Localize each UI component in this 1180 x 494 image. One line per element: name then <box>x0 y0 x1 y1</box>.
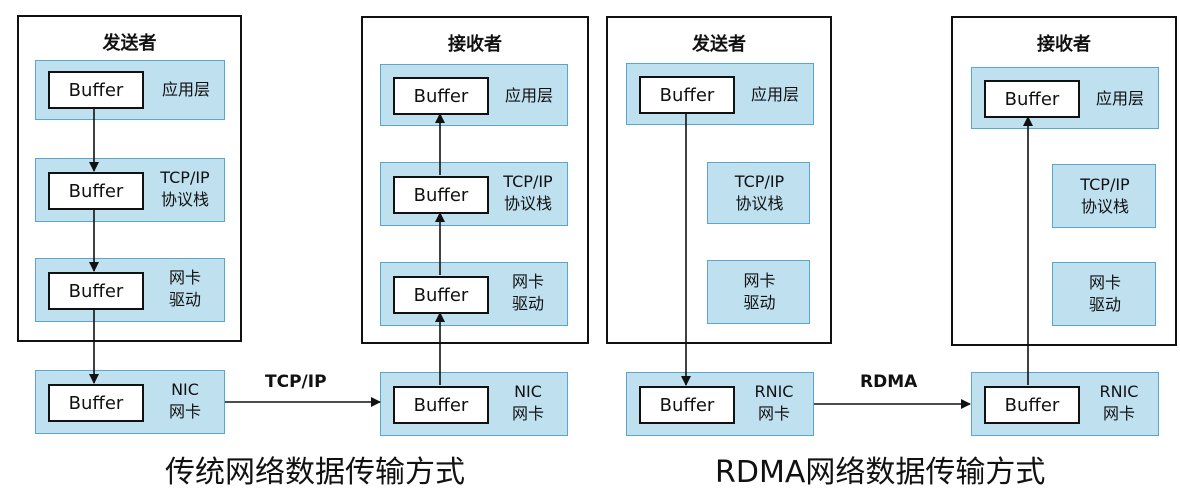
nic-driver-layer: Buffer 网卡驱动 <box>35 258 225 322</box>
application-layer: Buffer 应用层 <box>35 60 225 120</box>
application-layer: Buffer 应用层 <box>380 64 568 126</box>
layer-label: 网卡驱动 <box>1088 273 1121 314</box>
application-layer: Buffer 应用层 <box>971 67 1159 129</box>
buffer: Buffer <box>639 76 735 114</box>
layer-label: 应用层 <box>1095 89 1144 108</box>
buffer: Buffer <box>48 172 144 210</box>
link-label-tcpip: TCP/IP <box>265 372 327 392</box>
host-title: 发送者 <box>102 33 157 54</box>
application-layer: Buffer 应用层 <box>626 63 814 125</box>
layer-label: 应用层 <box>161 80 210 99</box>
nic-driver-layer: 网卡驱动 <box>707 260 810 324</box>
buffer: Buffer <box>48 272 144 310</box>
layer-label: 应用层 <box>504 86 553 105</box>
caption-rdma: RDMA网络数据传输方式 <box>715 455 1046 490</box>
host-title: 接收者 <box>448 34 502 55</box>
buffer: Buffer <box>639 386 735 424</box>
layer-label: 网卡驱动 <box>511 272 544 313</box>
buffer: Buffer <box>393 386 489 424</box>
buffer: Buffer <box>48 384 144 422</box>
buffer: Buffer <box>393 176 489 214</box>
layer-label: 网卡驱动 <box>168 268 201 309</box>
caption-traditional: 传统网络数据传输方式 <box>165 455 465 490</box>
nic-driver-layer: Buffer 网卡驱动 <box>380 262 568 326</box>
host-title: 发送者 <box>692 34 746 55</box>
buffer: Buffer <box>393 276 489 314</box>
host-title: 接收者 <box>1037 34 1091 55</box>
layer-label: 应用层 <box>750 85 799 104</box>
buffer: Buffer <box>984 386 1080 424</box>
link-label-rdma: RDMA <box>860 372 918 392</box>
buffer: Buffer <box>48 71 144 109</box>
buffer: Buffer <box>984 80 1080 118</box>
layer-label: 网卡驱动 <box>743 271 776 312</box>
nic-driver-layer: 网卡驱动 <box>1052 262 1156 326</box>
